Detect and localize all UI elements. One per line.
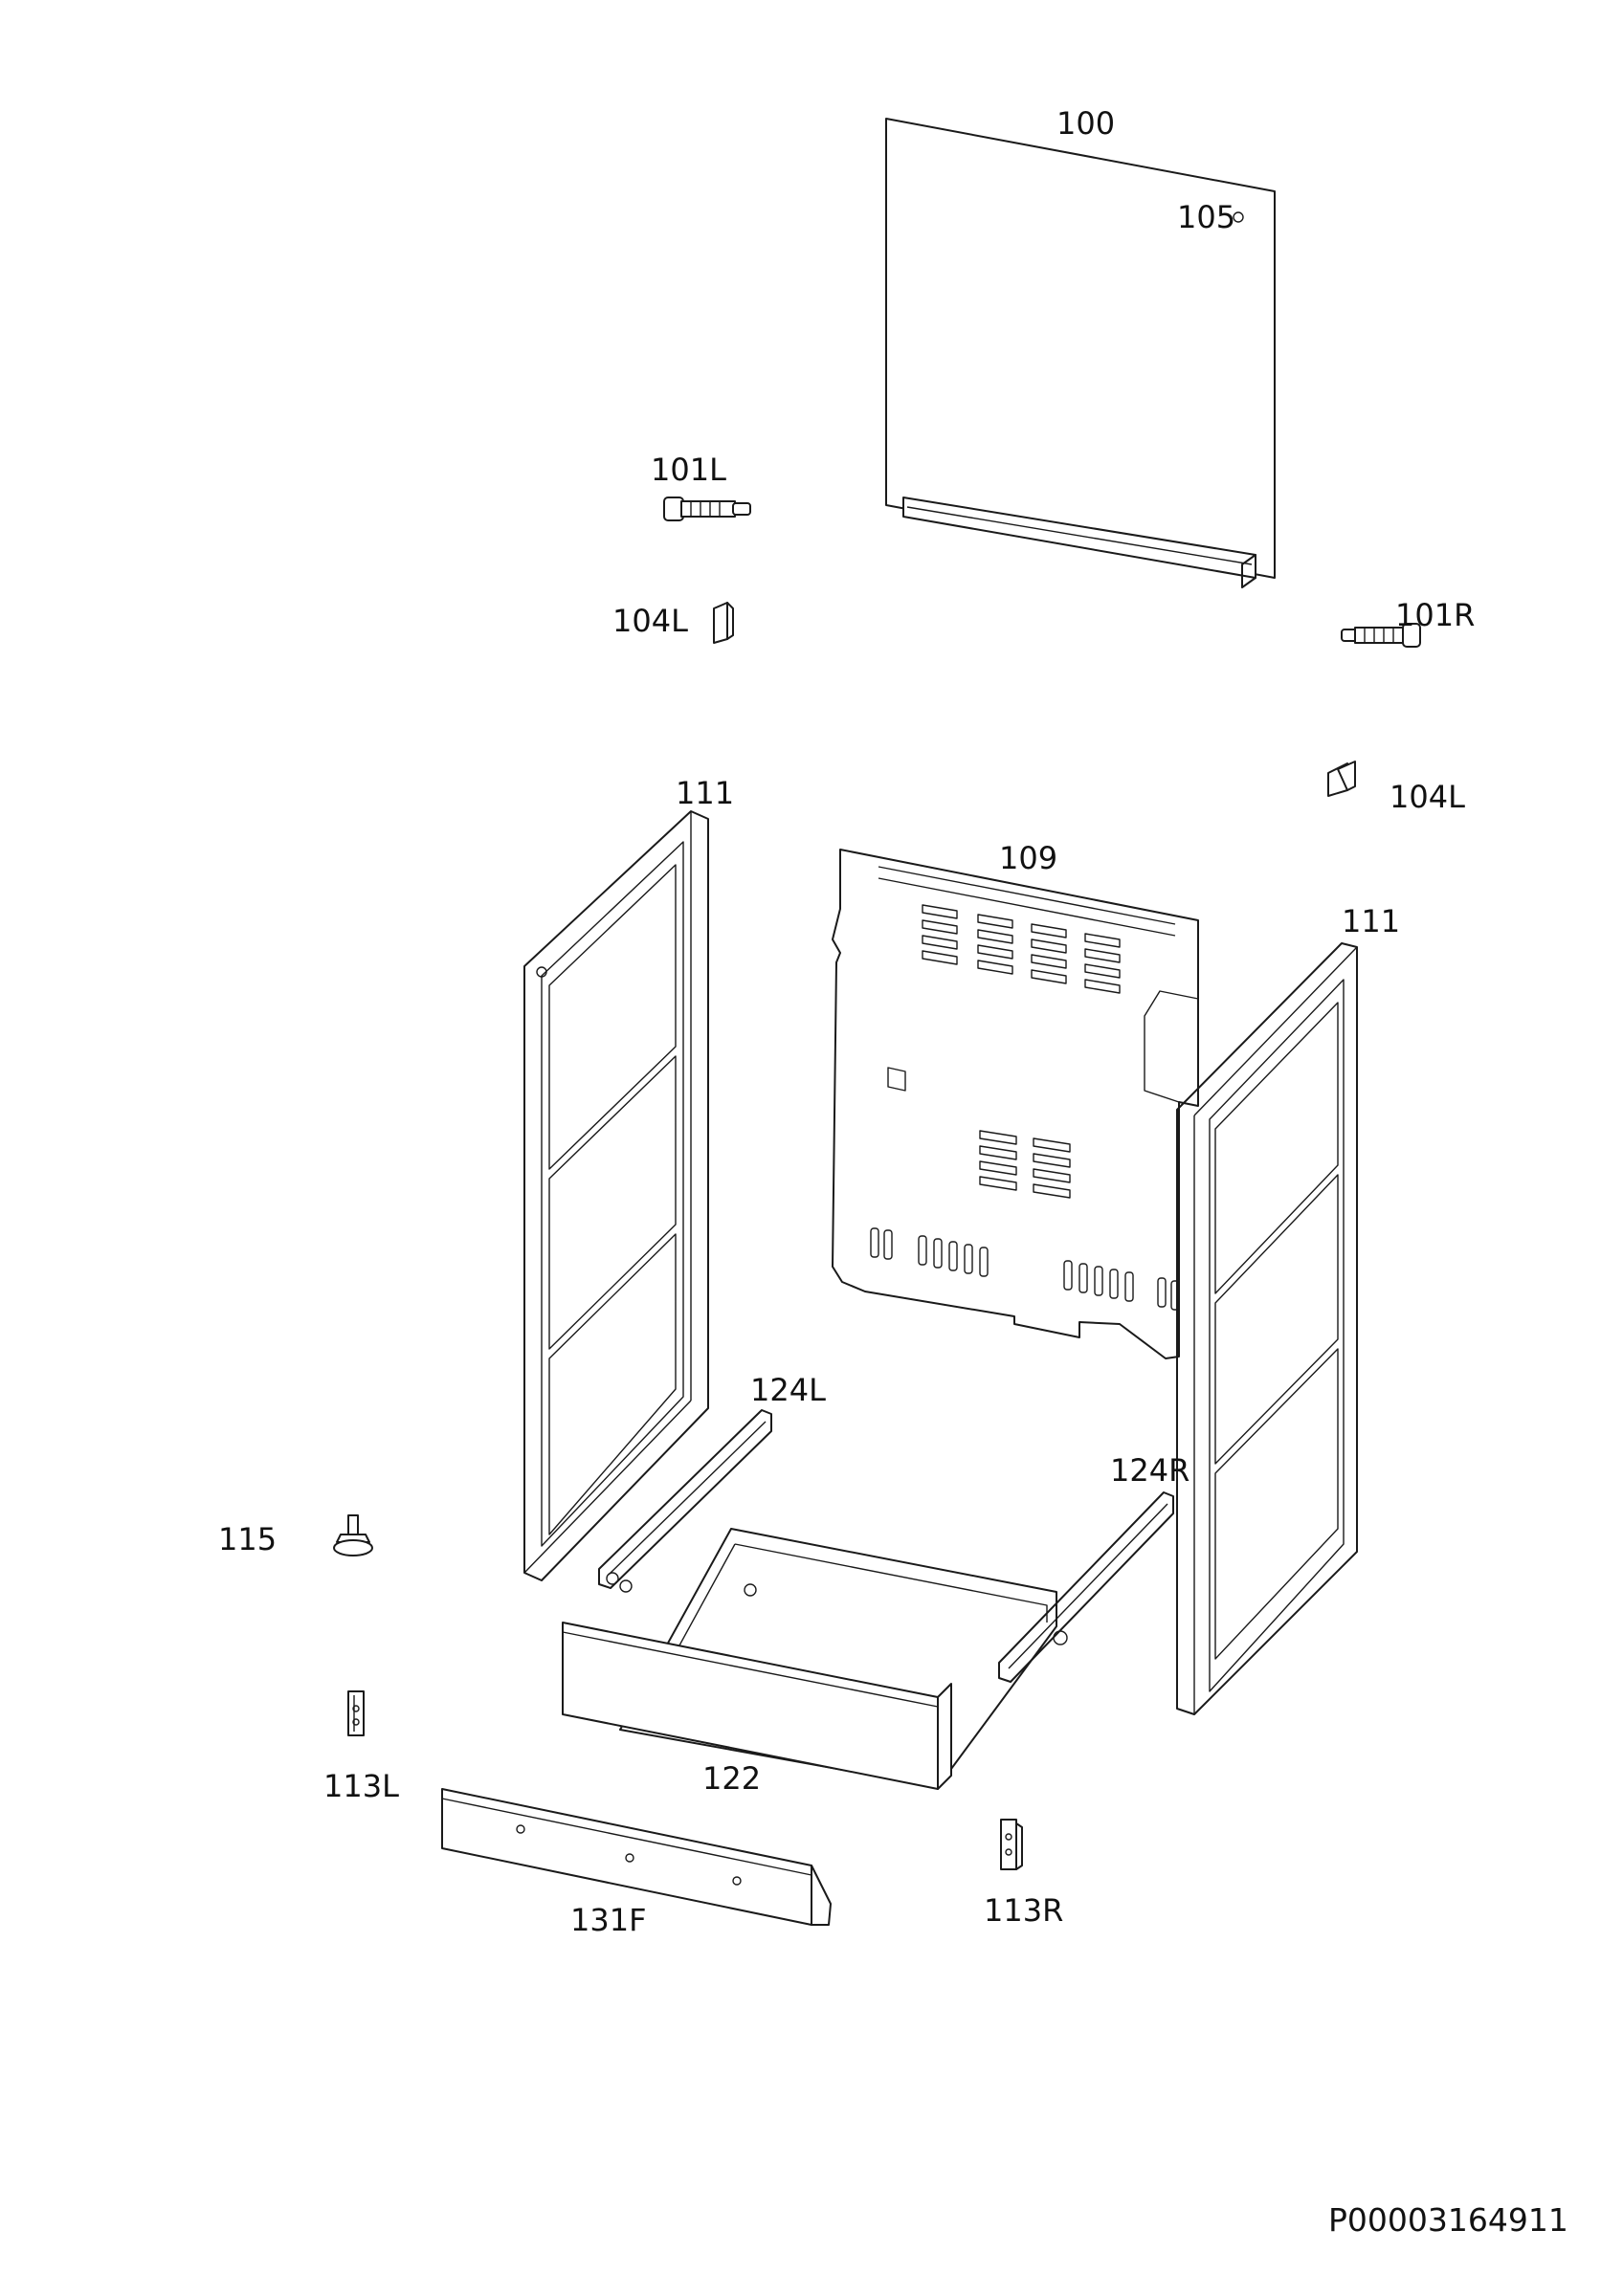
- label-113L: 113L: [323, 1768, 399, 1804]
- clip-104L-right: [1327, 761, 1356, 797]
- front-strip-131F: [441, 1788, 832, 1926]
- label-111-right: 111: [1342, 903, 1400, 939]
- label-104L-right: 104L: [1390, 779, 1465, 815]
- label-104L-left: 104L: [612, 603, 688, 639]
- side-panel-111-left: [523, 810, 709, 1581]
- drawer-rail-124L: [598, 1409, 772, 1593]
- label-100: 100: [1056, 105, 1115, 142]
- label-111-left: 111: [676, 775, 734, 811]
- label-131F: 131F: [570, 1902, 646, 1938]
- lid-glass-panel-100: [885, 118, 1276, 588]
- hinge-spring-101R: [1341, 623, 1421, 648]
- label-122: 122: [702, 1760, 761, 1797]
- hinge-spring-101L: [663, 497, 751, 521]
- adjustable-foot-115: [333, 1514, 373, 1556]
- side-panel-111-right: [1176, 942, 1358, 1715]
- drawing-code: P00003164911: [1328, 2201, 1568, 2239]
- clip-104L-left: [713, 602, 734, 644]
- drawer-rail-124R: [998, 1491, 1174, 1683]
- label-105: 105: [1177, 199, 1235, 235]
- rear-panel-109: [832, 849, 1199, 1359]
- label-115: 115: [218, 1521, 277, 1557]
- label-101R: 101R: [1395, 597, 1475, 633]
- drawer-122: [562, 1528, 1057, 1790]
- label-109: 109: [999, 840, 1057, 876]
- label-113R: 113R: [984, 1892, 1063, 1929]
- label-124L: 124L: [750, 1372, 826, 1408]
- label-101L: 101L: [651, 452, 726, 488]
- bracket-113R: [1000, 1819, 1023, 1870]
- bracket-113L: [347, 1690, 365, 1736]
- label-124R: 124R: [1110, 1452, 1189, 1489]
